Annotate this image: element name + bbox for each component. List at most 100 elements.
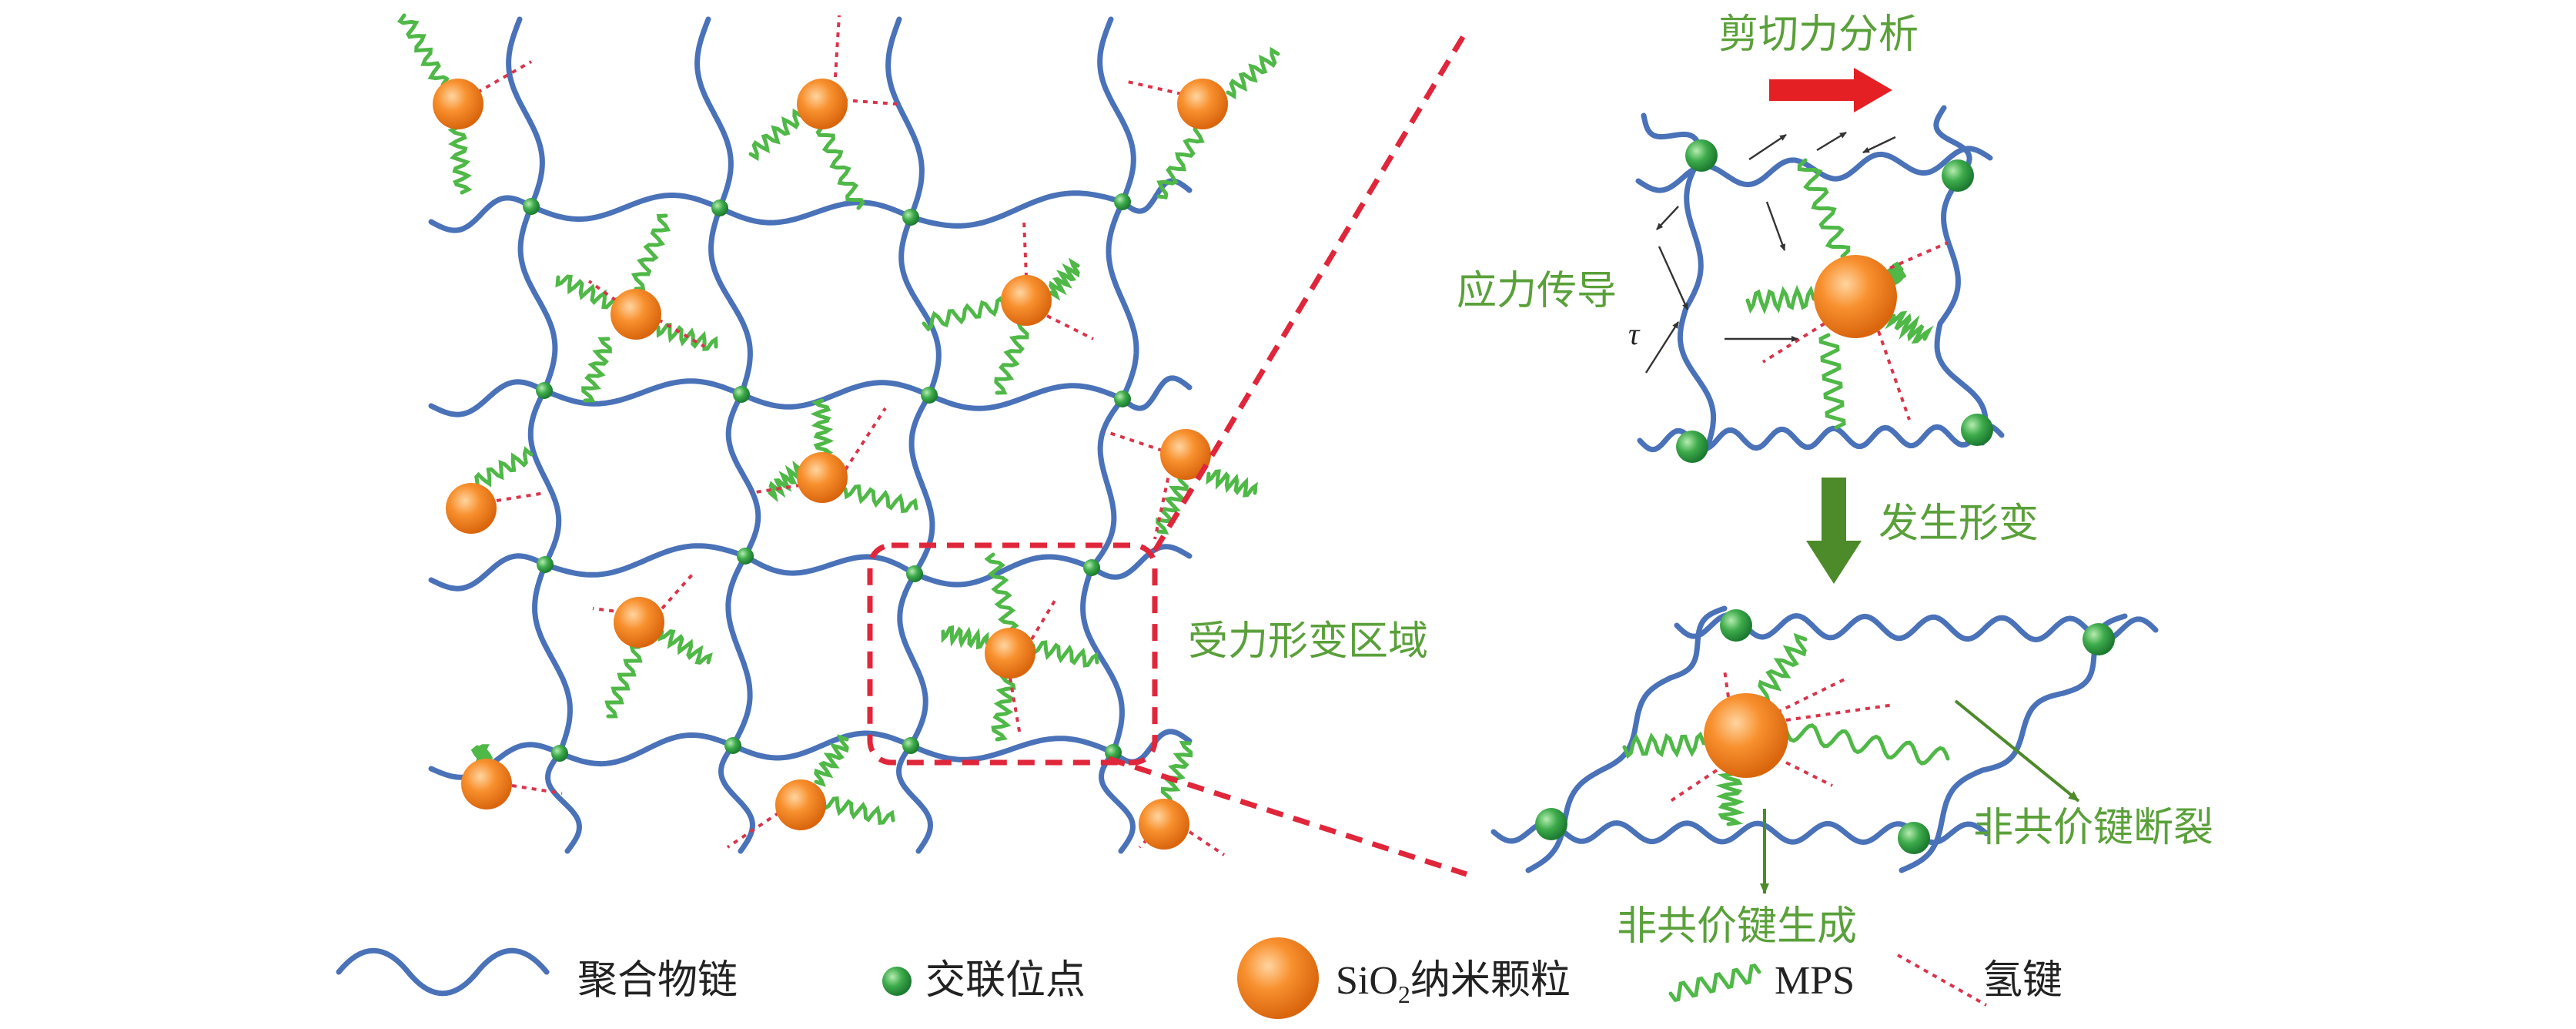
stress-arrows bbox=[1644, 131, 1896, 374]
polymer-chain bbox=[885, 16, 942, 854]
crosslink-site bbox=[1114, 390, 1131, 407]
polymer-chain bbox=[428, 543, 1193, 592]
mps-chain bbox=[555, 274, 619, 310]
sio2-nanoparticle bbox=[985, 628, 1035, 679]
mps-chain bbox=[1622, 731, 1706, 759]
deformed-panel: 非共价键断裂 非共价键生成 bbox=[1490, 605, 2213, 950]
crosslink-site bbox=[1942, 159, 1974, 192]
legend-hydrogen-bond: 氢键 bbox=[1982, 957, 2062, 1004]
hydrogen-bond bbox=[1889, 241, 1949, 270]
sio2-nanoparticle bbox=[433, 79, 483, 129]
mps-chain bbox=[821, 796, 895, 825]
hydrogen-bond bbox=[1776, 676, 1848, 714]
polymer-chain bbox=[428, 375, 1193, 417]
crosslink-site bbox=[711, 199, 728, 216]
hydrogen-bond bbox=[496, 491, 546, 502]
crosslink-site bbox=[906, 565, 923, 582]
hydrogen-bond bbox=[511, 784, 563, 795]
mps-chain bbox=[1745, 284, 1816, 315]
hydrogen-bond bbox=[1785, 761, 1833, 787]
hydrogen-bond bbox=[1877, 330, 1911, 421]
crosslink-site bbox=[1083, 559, 1100, 576]
legend-mps: MPS bbox=[1775, 959, 1855, 1003]
polymer-chain bbox=[1674, 612, 2159, 643]
crosslink-site bbox=[902, 209, 919, 226]
hydrogen-bond-legend-icon bbox=[1897, 954, 1987, 1007]
mps-chain bbox=[843, 484, 918, 514]
crosslink-site bbox=[536, 382, 553, 399]
polymer-chain bbox=[428, 178, 1193, 233]
crosslink-site bbox=[551, 745, 568, 762]
crosslink-site bbox=[1685, 139, 1718, 172]
mps-chains bbox=[1745, 158, 1934, 430]
stressed-region-label: 受力形变区域 bbox=[1188, 618, 1428, 665]
noncovalent-break-label: 非共价键断裂 bbox=[1973, 805, 2213, 851]
hydrogen-bond bbox=[834, 15, 841, 78]
stressed-region-box bbox=[867, 542, 1158, 766]
mps-chain bbox=[1160, 740, 1193, 804]
hydrogen-bond bbox=[1785, 703, 1895, 722]
sio2-nanoparticles bbox=[433, 79, 1228, 850]
mps-chain bbox=[1156, 124, 1205, 199]
polymer-chain bbox=[428, 729, 1193, 780]
polymer-chain bbox=[1933, 105, 1989, 446]
legend-crosslink-point: 交联位点 bbox=[925, 957, 1086, 1004]
mps-chain bbox=[396, 13, 450, 87]
crosslink-sites bbox=[523, 193, 1131, 762]
polymer-chain bbox=[506, 16, 582, 854]
crosslink-site bbox=[1114, 193, 1131, 210]
legend-polymer-chain: 聚合物链 bbox=[577, 957, 738, 1004]
sio2-nanoparticle bbox=[611, 289, 661, 340]
mps-chain bbox=[1885, 261, 1907, 286]
sio2-nanoparticle bbox=[1177, 79, 1228, 129]
sio2-nanoparticle bbox=[1814, 255, 1897, 338]
crosslink-site bbox=[902, 737, 919, 754]
sio2-nanoparticle bbox=[1139, 799, 1189, 850]
mps-chain bbox=[1049, 257, 1080, 301]
crosslink-site bbox=[1105, 744, 1122, 761]
tau-label: τ bbox=[1628, 317, 1641, 351]
shear-analysis-label: 剪切力分析 bbox=[1718, 12, 1919, 58]
hydrogen-bond bbox=[842, 99, 898, 106]
mps-chain bbox=[1885, 310, 1934, 344]
mps-chain bbox=[748, 108, 803, 162]
shear-arrow-icon bbox=[1769, 68, 1892, 112]
hydrogen-bonds bbox=[1669, 669, 1895, 803]
polymer-network bbox=[396, 13, 1280, 856]
hydrogen-bond bbox=[1723, 669, 1730, 698]
hydrogen-bond bbox=[1188, 830, 1226, 856]
crosslink-site bbox=[523, 198, 540, 215]
hydrogen-bond bbox=[1669, 769, 1718, 803]
mps-chain bbox=[631, 213, 671, 291]
hydrogen-bond bbox=[1153, 468, 1172, 540]
crosslink-site bbox=[2083, 623, 2115, 655]
mps-chain bbox=[994, 321, 1029, 395]
hydrogen-bond bbox=[477, 60, 532, 94]
hydrogen-bond bbox=[844, 407, 887, 471]
hydrogen-bond bbox=[1104, 430, 1163, 452]
mps-chain bbox=[1715, 772, 1745, 826]
hydrogen-bond bbox=[1046, 314, 1094, 340]
hydrogen-bond bbox=[750, 484, 801, 494]
noncovalent-form-label: 非共价键生成 bbox=[1617, 903, 1857, 950]
hydrogen-bond bbox=[726, 811, 781, 849]
sio2-nanoparticle bbox=[1704, 693, 1788, 778]
mps-chain bbox=[657, 629, 713, 665]
sio2-nanoparticle bbox=[797, 452, 848, 503]
crosslink-site bbox=[733, 386, 750, 403]
deformation-arrow-icon bbox=[1806, 478, 1862, 584]
hydrogen-bond bbox=[1761, 322, 1826, 364]
legend-sio2-suffix: 纳米颗粒 bbox=[1410, 957, 1571, 1004]
mps-chain bbox=[815, 125, 865, 210]
legend-sio2-prefix: SiO bbox=[1336, 959, 1398, 1003]
crosslink-site bbox=[1676, 431, 1708, 463]
sio2-legend-icon bbox=[1237, 937, 1319, 1019]
crosslink-site bbox=[1898, 822, 1930, 854]
mps-chain bbox=[1206, 469, 1258, 498]
mps-chain bbox=[1226, 46, 1280, 100]
mps-chain bbox=[984, 552, 1019, 632]
sio2-nanoparticle bbox=[461, 759, 512, 809]
crosslink-site bbox=[724, 737, 741, 754]
legend-sio2: SiO2纳米颗粒 bbox=[1336, 957, 1571, 1008]
